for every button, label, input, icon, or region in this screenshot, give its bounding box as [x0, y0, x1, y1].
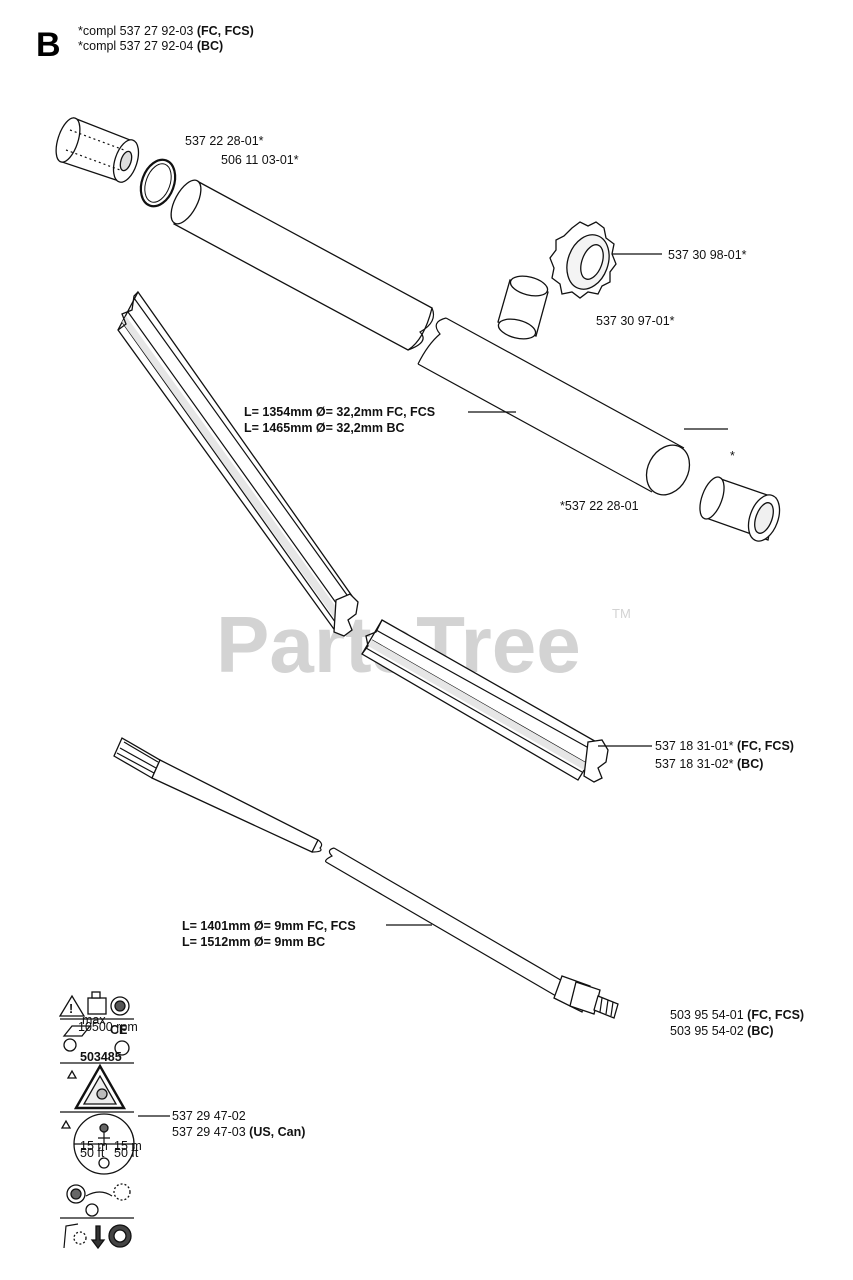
warning-decal-sheet[interactable]: ! max 10500 rpm CE 503485 15 m 15 m 50 f…: [58, 990, 142, 1252]
decal-rpm-max: max: [82, 1013, 106, 1027]
decal-distance-right: 15 m: [114, 1139, 142, 1153]
watermark-trademark: TM: [612, 606, 631, 621]
label-shaft-length-1: L= 1401mm Ø= 9mm FC, FCS: [182, 919, 356, 933]
shaft-liner[interactable]: [117, 290, 609, 783]
label-shaft-length-2: L= 1512mm Ø= 9mm BC: [182, 935, 325, 949]
label-shaft-2: 503 95 54-02 (BC): [670, 1024, 774, 1038]
label-cap-top: 537 22 28-01*: [185, 134, 264, 148]
top-end-cap[interactable]: [51, 115, 143, 185]
bushing[interactable]: [496, 273, 549, 343]
label-nut: 537 30 98-01*: [668, 248, 747, 262]
bottom-end-cap[interactable]: [695, 474, 785, 545]
decal-code: 503485: [80, 1050, 122, 1064]
decal-ce-mark: CE: [110, 1023, 127, 1037]
section-letter: B: [36, 26, 61, 64]
kit-line-1: *compl 537 27 92-03 (FC, FCS): [78, 24, 254, 38]
label-tube-length-2: L= 1465mm Ø= 32,2mm BC: [244, 421, 405, 435]
label-tube-end-star: *: [730, 449, 735, 463]
decal-distance-ft-left: 50 ft: [80, 1146, 105, 1160]
label-shaft-1: 503 95 54-01 (FC, FCS): [670, 1008, 804, 1022]
decal-distance-ft-right: 50 ft: [114, 1146, 139, 1160]
label-decal-1: 537 29 47-02: [172, 1109, 246, 1123]
label-bushing: 537 30 97-01*: [596, 314, 675, 328]
o-ring[interactable]: [135, 155, 181, 211]
label-tube-length-1: L= 1354mm Ø= 32,2mm FC, FCS: [244, 405, 435, 419]
clamp-nut[interactable]: [549, 221, 617, 299]
label-decal-2: 537 29 47-03 (US, Can): [172, 1125, 305, 1139]
drive-shaft[interactable]: [113, 737, 619, 1019]
svg-text:!: !: [69, 1002, 73, 1016]
decal-distance-left: 15 m: [80, 1139, 108, 1153]
label-liner-2: 537 18 31-02* (BC): [655, 757, 763, 771]
label-liner-1: 537 18 31-01* (FC, FCS): [655, 739, 794, 753]
leader-lines: [138, 253, 728, 1117]
kit-line-2: *compl 537 27 92-04 (BC): [78, 39, 223, 53]
label-cap-bottom: *537 22 28-01: [560, 499, 639, 513]
decal-rpm-value: 10500 rpm: [78, 1020, 138, 1034]
shaft-tube[interactable]: [165, 176, 698, 503]
label-oring: 506 11 03-01*: [221, 153, 299, 167]
